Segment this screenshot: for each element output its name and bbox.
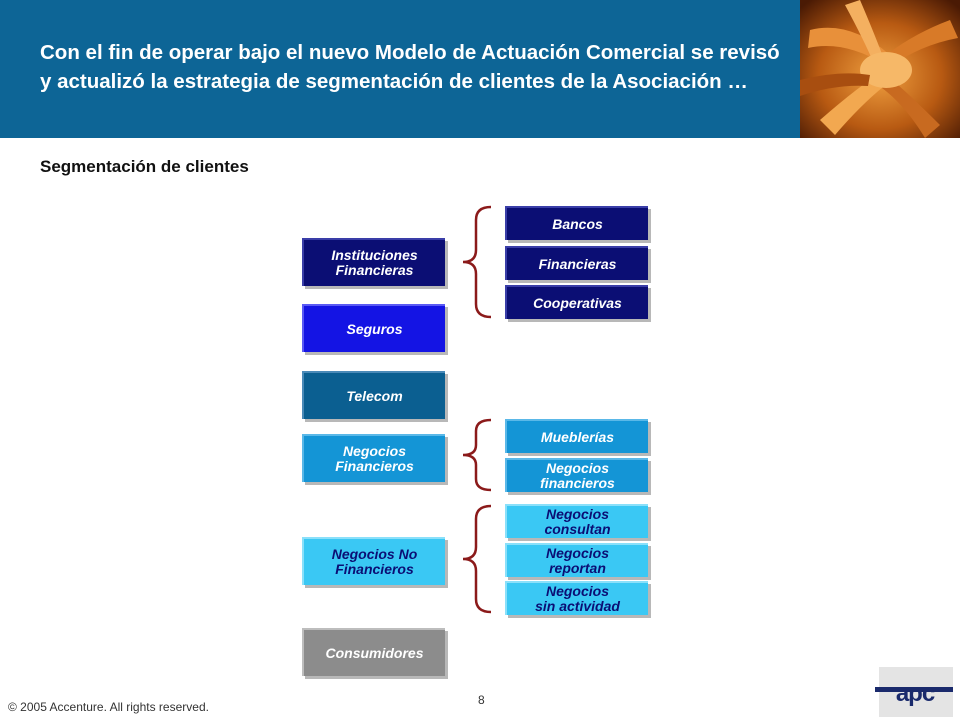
copyright-text: © 2005 Accenture. All rights reserved. (8, 700, 209, 714)
sub-bancos: Bancos (505, 206, 648, 240)
section-subtitle: Segmentación de clientes (40, 157, 249, 176)
segment-seguros: Seguros (302, 304, 445, 352)
sub-cooperativas: Cooperativas (505, 285, 648, 319)
header-banner: Con el fin de operar bajo el nuevo Model… (0, 0, 800, 138)
sub-negocios-financieros: Negocios financieros (505, 458, 648, 492)
sub-negocios-sin-actividad: Negocios sin actividad (505, 581, 648, 615)
sub-financieras: Financieras (505, 246, 648, 280)
sub-negocios-consultan: Negocios consultan (505, 504, 648, 538)
segment-negocios-financieros: Negocios Financieros (302, 434, 445, 482)
brace-negocios-no-financieros (462, 504, 492, 614)
sub-mueblerias: Mueblerías (505, 419, 648, 453)
segment-negocios-no-financieros: Negocios No Financieros (302, 537, 445, 585)
segment-instituciones-financieras: Instituciones Financieras (302, 238, 445, 286)
brace-negocios-financieros (462, 418, 492, 492)
slide-title: Con el fin de operar bajo el nuevo Model… (40, 41, 780, 93)
logo-text: apc (896, 680, 935, 707)
brace-instituciones (462, 205, 492, 319)
segment-telecom: Telecom (302, 371, 445, 419)
segment-consumidores: Consumidores (302, 628, 445, 676)
apc-logo: apc (875, 667, 953, 717)
hands-photo (800, 0, 960, 138)
sub-negocios-reportan: Negocios reportan (505, 543, 648, 577)
page-number: 8 (478, 693, 485, 707)
